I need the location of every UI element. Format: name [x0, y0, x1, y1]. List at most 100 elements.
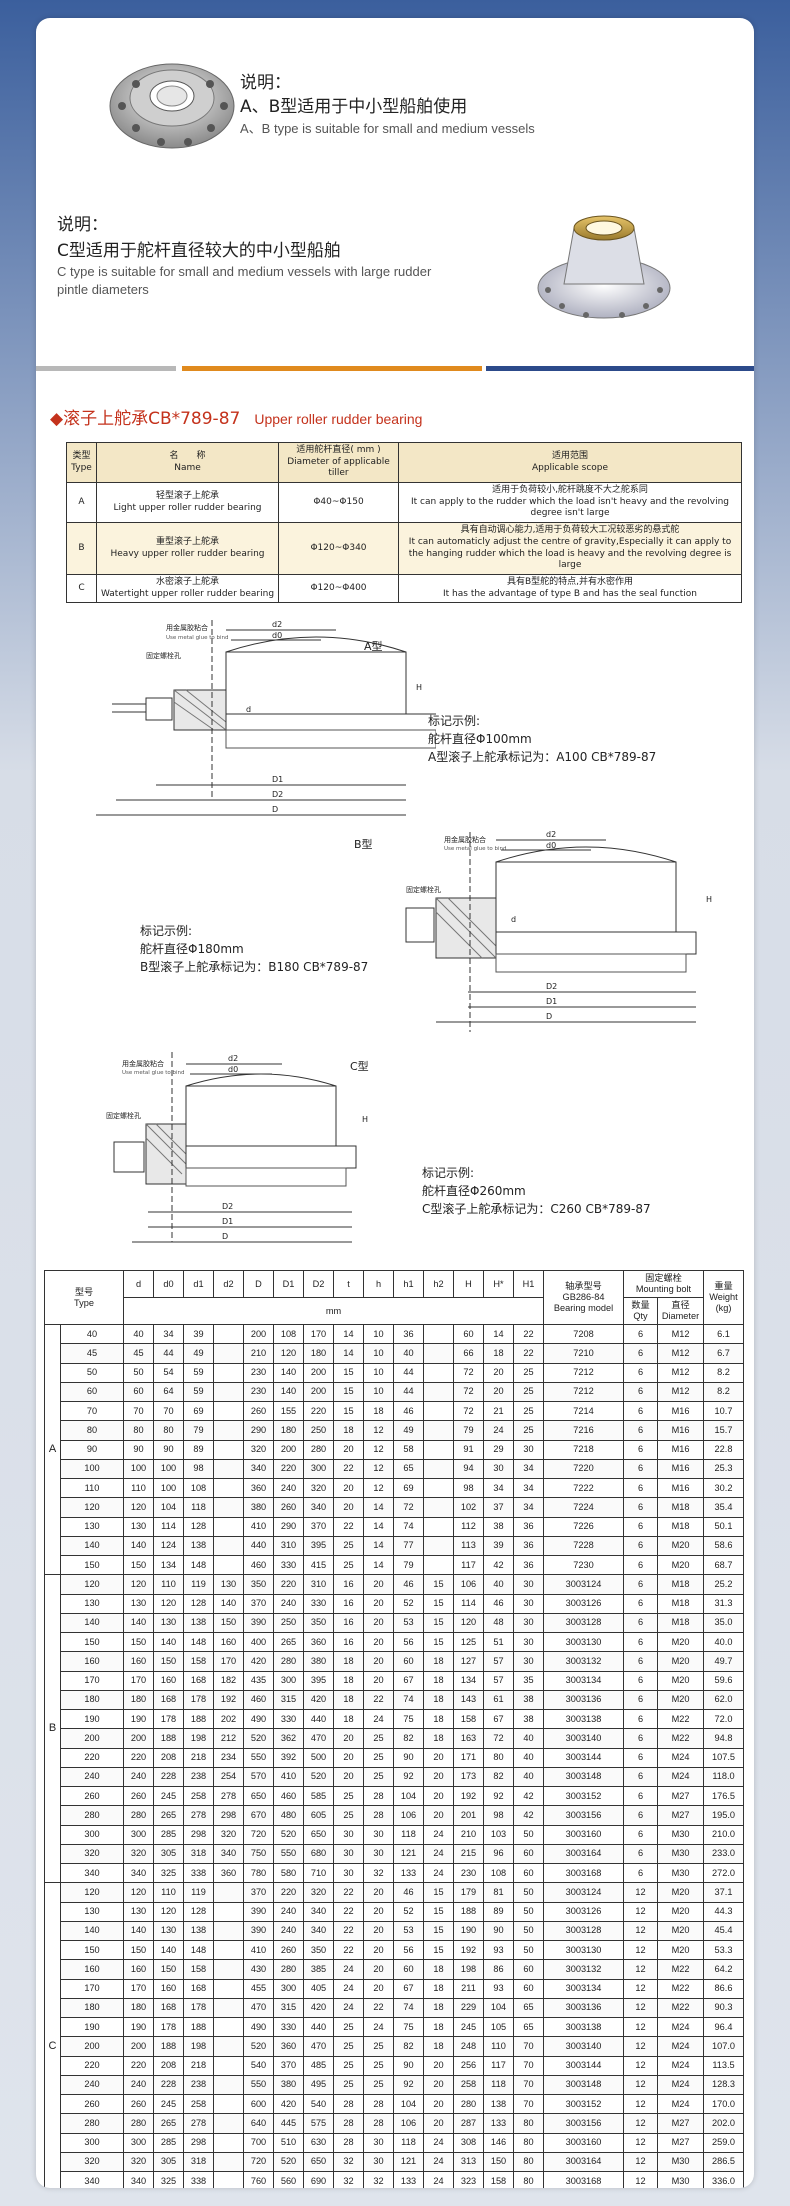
- spec-cell: 22: [333, 1882, 364, 1903]
- spec-cell: 138: [183, 1920, 214, 1942]
- spec-cell: 25: [363, 2036, 394, 2057]
- spec-cell: M24: [657, 2074, 704, 2096]
- spec-cell: 22: [513, 1343, 544, 1364]
- note-b: 标记示例: 舵杆直径Φ180mm B型滚子上舵承标记为：B180 CB*789-…: [140, 922, 368, 976]
- spec-cell: 150: [60, 1940, 124, 1961]
- c-note-label: 说明：: [57, 215, 108, 235]
- spec-cell: 86: [483, 1959, 514, 1980]
- spec-cell: 25: [513, 1362, 544, 1383]
- spec-cell: 8.2: [703, 1381, 744, 1403]
- spec-cell: 30: [363, 1824, 394, 1845]
- spec-cell: 158: [183, 1959, 214, 1980]
- spec-cell: 278: [183, 2113, 214, 2134]
- th-unit: mm: [123, 1297, 544, 1326]
- spec-cell: 212: [213, 1728, 244, 1749]
- spec-cell: 192: [213, 1689, 244, 1711]
- spec-cell: 6: [623, 1747, 658, 1768]
- spec-cell: 72.0: [703, 1709, 744, 1730]
- spec-cell: 12: [363, 1458, 394, 1480]
- spec-cell: [213, 1920, 244, 1942]
- spec-cell: 20: [423, 2055, 454, 2076]
- spec-cell: 75: [393, 1709, 424, 1730]
- spec-cell: 25: [363, 2074, 394, 2096]
- spec-cell: 65: [393, 1458, 424, 1480]
- name-en: Heavy upper roller rudder bearing: [110, 548, 265, 559]
- group-type-cell: A: [44, 1324, 61, 1576]
- spec-cell: [423, 1516, 454, 1537]
- spec-cell: 34: [513, 1478, 544, 1499]
- c-note-en-1: C type is suitable for small and medium …: [57, 264, 432, 279]
- spec-cell: 40: [513, 1728, 544, 1749]
- spec-cell: 20: [423, 1786, 454, 1807]
- th-col-Hstar: H*: [483, 1269, 514, 1299]
- spec-cell: [213, 1324, 244, 1345]
- spec-cell: 298: [183, 2132, 214, 2153]
- spec-cell: [423, 1343, 454, 1364]
- spec-cell: 50: [513, 1882, 544, 1903]
- spec-cell: 7224: [543, 1497, 624, 1518]
- spec-cell: 460: [273, 1786, 304, 1807]
- spec-cell: 178: [153, 1709, 184, 1730]
- spec-cell: 120: [60, 1882, 124, 1903]
- spec-cell: M30: [657, 2171, 704, 2188]
- spec-cell: 240: [60, 1766, 124, 1788]
- spec-cell: 20: [363, 1612, 394, 1634]
- spec-cell: 150: [483, 2151, 514, 2173]
- spec-cell: 3003124: [543, 1574, 624, 1595]
- spec-cell: 32: [363, 1863, 394, 1884]
- spec-cell: 60: [453, 1324, 484, 1345]
- spec-cell: 49.7: [703, 1651, 744, 1672]
- spec-cell: 74: [393, 1689, 424, 1711]
- dim-H: H: [416, 683, 422, 692]
- spec-cell: [213, 1978, 244, 1999]
- spec-cell: 74: [393, 1997, 424, 2019]
- spec-cell: 150: [153, 1651, 184, 1672]
- spec-cell: 400: [243, 1632, 274, 1653]
- spec-cell: 113.5: [703, 2055, 744, 2076]
- spec-cell: 148: [183, 1555, 214, 1576]
- spec-cell: 25.3: [703, 1458, 744, 1480]
- spec-cell: 150: [153, 1959, 184, 1980]
- spec-cell: 130: [153, 1920, 184, 1942]
- spec-cell: 6: [623, 1535, 658, 1557]
- spec-cell: 93: [483, 1940, 514, 1961]
- spec-cell: 12: [363, 1439, 394, 1460]
- dim-D1: D1: [272, 775, 283, 784]
- type-b-label: B型: [354, 838, 373, 851]
- spec-cell: 210.0: [703, 1824, 744, 1845]
- note-a-line1: 舵杆直径Φ100mm: [428, 732, 532, 746]
- spec-cell: 15: [423, 1882, 454, 1903]
- spec-cell: M20: [657, 1689, 704, 1711]
- spec-cell: 25: [363, 1747, 394, 1768]
- spec-cell: 92: [393, 1766, 424, 1788]
- note-c-line1: 舵杆直径Φ260mm: [422, 1184, 526, 1198]
- spec-cell: 22: [333, 1920, 364, 1942]
- spec-cell: 119: [183, 1574, 214, 1595]
- callout-glue-en: Use metal glue to bind: [166, 635, 228, 641]
- spec-cell: 340: [243, 1458, 274, 1480]
- spec-cell: 350: [303, 1940, 334, 1961]
- spec-cell: 18: [423, 1709, 454, 1730]
- callout-bolt-hole: 固定螺栓孔: [106, 1111, 141, 1120]
- spec-cell: 570: [243, 1766, 274, 1788]
- spec-cell: 285: [153, 1824, 184, 1845]
- note-c: 标记示例: 舵杆直径Φ260mm C型滚子上舵承标记为：C260 CB*789-…: [422, 1164, 651, 1218]
- spec-cell: 50: [513, 1824, 544, 1845]
- spec-cell: 340: [60, 2171, 124, 2188]
- spec-cell: [213, 1420, 244, 1441]
- spec-cell: 6: [623, 1689, 658, 1711]
- th-col-H: H: [453, 1269, 484, 1299]
- spec-cell: [423, 1555, 454, 1576]
- spec-cell: 90: [393, 2055, 424, 2076]
- spec-cell: 80: [513, 2113, 544, 2134]
- spec-cell: 260: [123, 2094, 154, 2115]
- spec-cell: 56: [393, 1632, 424, 1653]
- spec-cell: 75: [393, 2017, 424, 2038]
- th-weight-unit: (kg): [715, 1303, 732, 1314]
- spec-cell: 100: [123, 1458, 154, 1480]
- spec-cell: 133: [393, 1863, 424, 1884]
- spec-cell: 140: [60, 1920, 124, 1942]
- spec-cell: 127: [453, 1651, 484, 1672]
